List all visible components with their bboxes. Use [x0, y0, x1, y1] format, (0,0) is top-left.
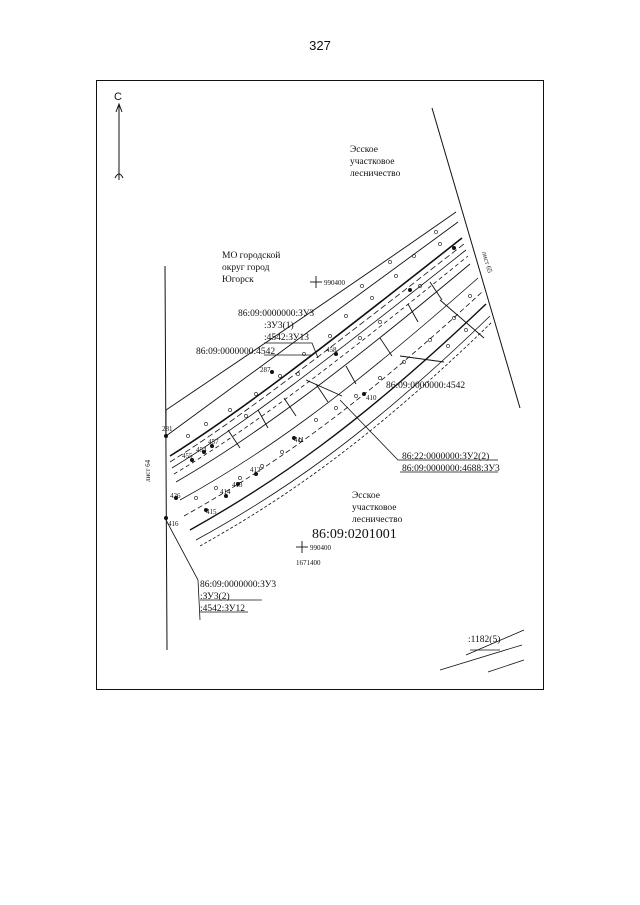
forest-marks: [186, 230, 472, 500]
point-number: 411: [294, 436, 305, 444]
point-number: 414: [220, 488, 231, 496]
bottom-cross-coordinate-y: 990400: [310, 544, 332, 552]
parcel-zu13-line-2: :ЗУ3(1): [264, 320, 294, 331]
point-number: 415: [206, 508, 217, 516]
forestry-top-line-2: участковое: [350, 157, 395, 167]
parcel-4542-right: 86:09:0000000:4542: [386, 381, 465, 391]
parcel-4542-left: 86:09:0000000:4542: [196, 347, 275, 357]
forestry-bottom-line-3: лесничество: [352, 515, 403, 525]
municipality-line-2: округ город: [222, 263, 270, 273]
parcel-zu12-line-1: 86:09:0000000:ЗУ3: [200, 580, 276, 590]
sheet-boundary-right: [431, 107, 521, 409]
parcel-zu2-line-2: 86:09:0000000:4688:ЗУ3: [402, 464, 500, 474]
parcel-zu12-line-3: :4542:ЗУ12: [200, 604, 245, 614]
north-arrow-icon: [114, 102, 124, 180]
municipality-line-1: МО городской: [222, 250, 280, 261]
bottom-cross-coordinate-x: 1671400: [296, 559, 321, 567]
top-cross-coordinate: 990400: [324, 279, 346, 287]
forestry-bottom-line-2: участковое: [352, 503, 397, 513]
parcel-1182: :1182(5): [468, 634, 500, 645]
forestry-top-line-1: Эсское: [350, 145, 378, 155]
point-number: 413: [232, 481, 243, 489]
municipality-line-3: Югорск: [222, 275, 254, 285]
parcel-zu13-line-1: 86:09:0000000:ЗУ3: [238, 309, 314, 319]
page-number: 327: [309, 38, 331, 53]
point-number: 426: [170, 492, 181, 500]
point-number: 412: [250, 466, 261, 474]
map-frame: [96, 80, 544, 690]
corridor-ticks: [227, 281, 485, 449]
point-number: 455: [182, 452, 193, 460]
corridor-lines: [165, 211, 493, 547]
point-number: 458: [326, 346, 337, 354]
point-number: 287: [260, 366, 271, 374]
point-number: 281: [162, 425, 173, 433]
cadastral-points: [164, 246, 456, 520]
forestry-bottom-line-1: Эсское: [352, 491, 380, 501]
sheet-boundary-left: [164, 265, 168, 651]
point-number: 457: [208, 438, 219, 446]
sheet-label-left: лист 64: [144, 459, 152, 482]
point-number: 416: [168, 520, 179, 528]
parcel-zu2-line-1: 86:22:0000000:ЗУ2(2): [402, 451, 489, 462]
label-leaders: [165, 342, 525, 673]
parcel-zu12-line-2: :ЗУ3(2): [200, 591, 230, 602]
north-label: С: [114, 91, 122, 103]
sheet-label-right: лист 65: [480, 250, 494, 274]
forestry-top-line-3: лесничество: [350, 169, 401, 179]
coordinate-cross-icon: [296, 276, 322, 553]
point-number: 454: [196, 446, 207, 454]
point-number: 410: [366, 394, 377, 402]
parcel-zu13-line-3: :4542:ЗУ13: [264, 333, 309, 343]
cadastral-quarter: 86:09:0201001: [312, 527, 397, 542]
